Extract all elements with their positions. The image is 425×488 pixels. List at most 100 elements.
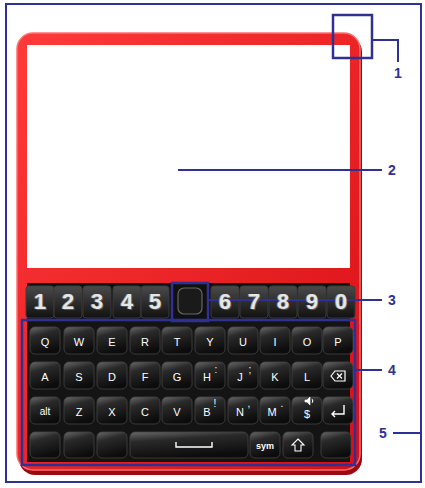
key-label: 5 [149,291,161,313]
key-label: 2 [62,291,74,313]
leader-line [393,432,421,434]
key-label: alt [40,407,51,417]
leader-line [178,169,382,171]
number-key [83,286,111,318]
speaker-icon [305,397,313,405]
key [292,397,322,424]
key [30,397,60,424]
callout-number: 2 [388,163,396,177]
key-symbol: . [281,399,284,409]
callout-number: 4 [388,363,396,377]
key [321,432,351,458]
leader-line [372,40,398,62]
key [97,432,127,458]
callout-number: 1 [394,66,402,80]
number-key [54,286,82,318]
backspace-icon [331,371,345,381]
key-label: G [173,372,182,383]
key-label: 8 [277,291,289,313]
leader-line [355,369,382,371]
key-symbol: ! [214,399,217,409]
key [323,362,353,389]
key [292,327,322,354]
key [130,362,160,389]
number-key [327,286,355,318]
number-key [298,286,326,318]
key-label: 9 [306,291,318,313]
key [130,397,160,424]
key-label: H [203,372,211,383]
key [292,362,322,389]
key-label: W [74,337,84,348]
key [323,397,353,424]
key [64,327,94,354]
phone-body [17,33,360,470]
key-label: U [239,337,247,348]
number-key [113,286,141,318]
key [260,327,290,354]
callout-box [22,320,355,465]
key-label: K [271,372,278,383]
number-key [240,286,268,318]
letter-keys [30,327,353,458]
key [260,362,290,389]
key [97,327,127,354]
key [162,327,192,354]
key [195,397,225,424]
key [162,362,192,389]
key [228,397,258,424]
key-label: 7 [248,291,260,313]
number-key [211,286,239,318]
callout-number: 5 [379,426,387,440]
key [30,432,60,458]
leader-line [208,299,382,301]
key-label: 3 [91,291,103,313]
key [130,432,248,458]
key [97,397,127,424]
key [283,432,313,458]
key-label: M [267,407,276,418]
callout-number: 3 [388,293,396,307]
key [64,432,94,458]
number-key [141,286,169,318]
leader-lines [178,40,421,433]
key-label: Q [41,337,50,348]
key [162,397,192,424]
key-label: N [236,407,244,418]
number-keys [26,286,355,318]
key-label: J [237,372,243,383]
key-symbol: ; [249,365,252,375]
key-label: T [174,337,181,348]
key [130,327,160,354]
key-label: sym [256,442,274,451]
key [64,397,94,424]
key-label: 4 [121,291,133,313]
key-label: P [334,337,341,348]
key [228,327,258,354]
space-icon [176,442,212,447]
key-label: Z [76,407,83,418]
key [228,362,258,389]
enter-icon [332,405,344,417]
key-symbol: , [248,399,251,409]
key [195,362,225,389]
key-label: S [75,372,82,383]
key [30,327,60,354]
trackpad [178,288,202,314]
key-label: Y [206,337,213,348]
key-label: R [141,337,149,348]
key-symbol: : [215,365,218,375]
key-label: F [142,372,149,383]
key-label: I [273,337,276,348]
key-label: X [108,407,115,418]
screen [27,45,350,268]
shift-icon [292,439,304,451]
key-label: 6 [219,291,231,313]
key-label: B [203,407,210,418]
key [195,327,225,354]
key-label: $ [304,409,310,420]
key-label: O [303,337,312,348]
outer-frame [6,4,421,482]
key [323,327,353,354]
